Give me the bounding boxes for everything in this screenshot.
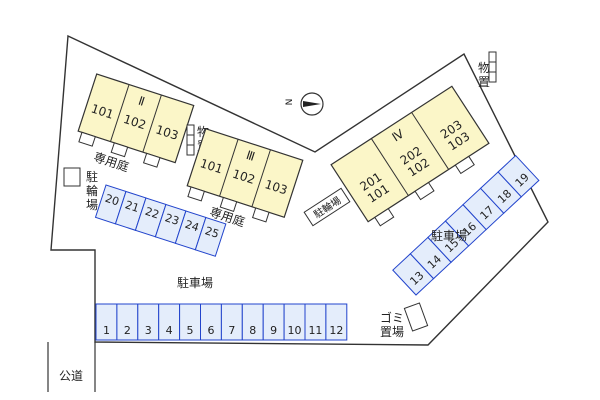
bicycle-parking-1-char-2: 輪 [86,183,98,198]
parking-stall-number: 3 [145,324,152,337]
building-3-unit-2: 102 [231,167,257,187]
storage-2: 物 置 [478,51,497,89]
parking-stall-number: 5 [187,324,194,337]
compass-north-label: N [285,99,295,106]
building-2-roman: Ⅱ [137,94,147,109]
garbage-label-2: 置場 [380,325,404,339]
parking-main-label: 駐車場 [177,275,213,290]
parking-stall-number: 1 [103,324,110,337]
public-road: 公道 [47,342,96,392]
parking-stall-number: 8 [249,324,256,337]
north-arrow-icon [303,101,321,107]
storage-2-char-2: 置 [478,75,490,89]
bicycle-parking-1-char-1: 駐 [86,169,98,184]
site-boundary [50,34,549,346]
building-4: Ⅳ 201 101 202 102 203 103 [330,85,490,227]
parking-stall-number: 25 [203,224,220,241]
bicycle-parking-1-char-3: 場 [86,198,98,212]
parking-stall-number: 22 [143,205,160,222]
building-2-unit-1: 101 [89,101,115,121]
building-3: Ⅲ 101 102 103 [186,127,304,223]
parking-stall-number: 20 [103,192,120,209]
parking-stall-number: 21 [123,198,140,215]
garbage-label-1: ゴミ [380,310,404,325]
compass: N [285,92,324,116]
parking-stall-number: 9 [270,324,277,337]
parking-stall-number: 7 [228,324,235,337]
parking-stall-number: 10 [288,324,302,337]
building-3-roman: Ⅲ [244,148,256,164]
storage-2-char-1: 物 [478,61,490,75]
building-3-unit-1: 101 [198,156,224,176]
garbage-station: ゴミ 置場 [380,302,429,339]
building-2-unit-3: 103 [154,122,180,142]
parking-stall [194,216,227,257]
parking-stall-number: 12 [329,324,343,337]
parking-stall-number: 2 [124,324,131,337]
parking-east-label: 駐車場 [431,228,467,243]
parking-stall [497,154,540,198]
building-2-unit-2: 102 [122,112,148,132]
parking-stall-number: 23 [163,211,180,228]
building-3-unit-3: 103 [263,177,289,197]
bicycle-parking-1 [63,167,81,187]
parking-stall-number: 11 [308,324,322,337]
parking-stall-number: 24 [183,218,200,235]
building-2: Ⅱ 101 102 103 [77,73,195,168]
parking-stall-number: 6 [207,324,214,337]
parking-stall-number: 4 [166,324,173,337]
public-road-label: 公道 [59,369,83,383]
parking-stall [325,303,348,341]
